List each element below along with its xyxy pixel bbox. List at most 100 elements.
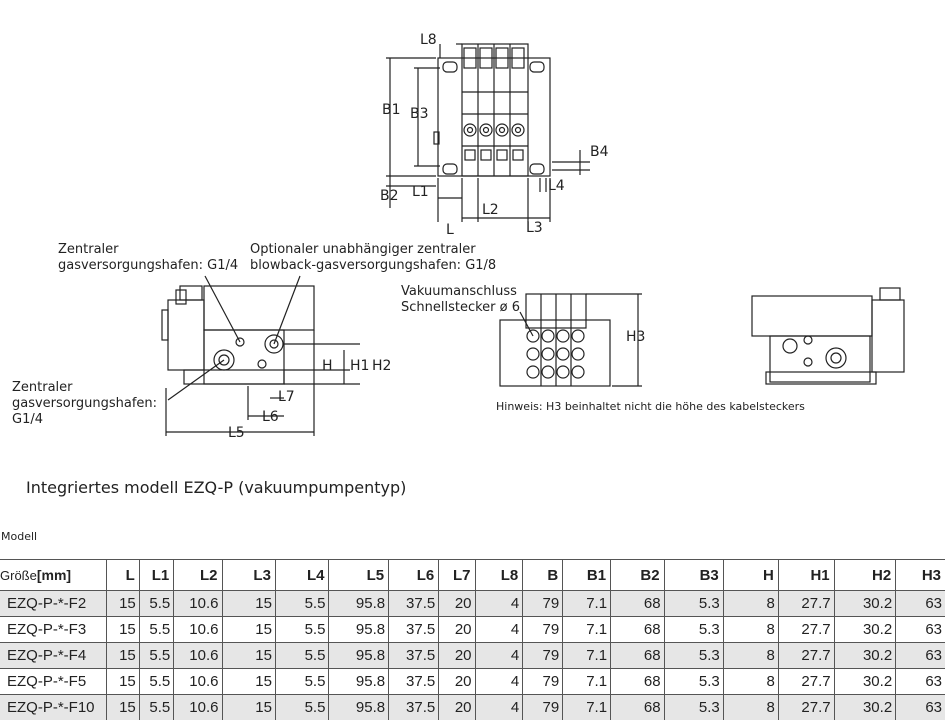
value-cell-l1: 5.5 (138, 668, 174, 695)
dim-l7: L7 (278, 389, 295, 405)
dim-l4: L4 (548, 178, 565, 194)
col-header-l4: L4 (274, 559, 329, 591)
value-cell-h: 8 (722, 590, 779, 617)
value-cell-l6: 37.5 (388, 590, 439, 617)
dim-h3: H3 (626, 329, 646, 345)
size-header: Größe[mm] (0, 559, 107, 591)
value-cell-h3: 63 (895, 616, 945, 643)
value-cell-l4: 5.5 (274, 694, 329, 720)
model-cell: EZQ-P-*-F2 (0, 590, 107, 617)
dim-l2: L2 (482, 202, 499, 218)
value-cell-l6: 37.5 (388, 642, 439, 669)
dim-l: L (446, 222, 454, 238)
value-cell-h2: 30.2 (833, 668, 896, 695)
value-cell-l3: 15 (221, 694, 276, 720)
col-header-h2: H2 (833, 559, 896, 591)
col-header-l7: L7 (438, 559, 476, 591)
label-central-gas-port: Zentraler gasversorgungshafen: G1/4 (58, 242, 239, 273)
value-cell-h1: 27.7 (777, 694, 835, 720)
col-header-h: H (722, 559, 779, 591)
size-label: Größe (0, 568, 37, 583)
side-view-drawing (161, 275, 360, 436)
value-cell-l1: 5.5 (138, 694, 174, 720)
value-cell-l6: 37.5 (388, 694, 439, 720)
value-cell-l: 15 (106, 668, 140, 695)
value-cell-l3: 15 (221, 616, 276, 643)
dim-b3: B3 (410, 106, 429, 122)
value-cell-b: 79 (522, 590, 563, 617)
value-cell-l5: 95.8 (328, 694, 389, 720)
note-h3: Hinweis: H3 beinhaltet nicht die höhe de… (496, 400, 805, 413)
value-cell-l8: 4 (474, 694, 523, 720)
value-cell-l2: 10.6 (173, 694, 222, 720)
value-cell-l: 15 (106, 616, 140, 643)
col-header-l5: L5 (328, 559, 389, 591)
value-cell-l1: 5.5 (138, 642, 174, 669)
value-cell-b1: 7.1 (562, 668, 611, 695)
value-cell-l6: 37.5 (388, 616, 439, 643)
value-cell-l3: 15 (221, 590, 276, 617)
value-cell-l4: 5.5 (274, 590, 329, 617)
value-cell-l5: 95.8 (328, 642, 389, 669)
value-cell-b2: 68 (610, 668, 665, 695)
value-cell-h3: 63 (895, 590, 945, 617)
value-cell-l6: 37.5 (388, 668, 439, 695)
section-title: Integriertes modell EZQ-P (vakuumpumpent… (26, 478, 407, 497)
value-cell-l: 15 (106, 642, 140, 669)
col-header-l: L (106, 559, 140, 591)
value-cell-l5: 95.8 (328, 668, 389, 695)
value-cell-h2: 30.2 (833, 642, 896, 669)
col-header-b2: B2 (610, 559, 665, 591)
front-view-drawing (499, 293, 642, 387)
model-cell: EZQ-P-*-F4 (0, 642, 107, 669)
label-blowback-port: Optionaler unabhängiger zentraler blowba… (250, 242, 497, 273)
value-cell-l2: 10.6 (173, 642, 222, 669)
col-header-l8: L8 (474, 559, 523, 591)
value-cell-l5: 95.8 (328, 590, 389, 617)
value-cell-b2: 68 (610, 642, 665, 669)
col-header-b3: B3 (663, 559, 724, 591)
dim-b4: B4 (590, 144, 609, 160)
value-cell-h2: 30.2 (833, 616, 896, 643)
value-cell-l3: 15 (221, 642, 276, 669)
value-cell-b3: 5.3 (663, 694, 724, 720)
value-cell-h: 8 (722, 668, 779, 695)
value-cell-l3: 15 (221, 668, 276, 695)
value-cell-h2: 30.2 (833, 694, 896, 720)
col-header-b1: B1 (562, 559, 611, 591)
dim-b1: B1 (382, 102, 401, 118)
value-cell-l7: 20 (438, 694, 476, 720)
model-cell: EZQ-P-*-F3 (0, 616, 107, 643)
value-cell-b2: 68 (610, 694, 665, 720)
value-cell-b: 79 (522, 616, 563, 643)
dim-l1: L1 (412, 184, 429, 200)
value-cell-b1: 7.1 (562, 616, 611, 643)
dim-l8: L8 (420, 32, 437, 48)
value-cell-h: 8 (722, 694, 779, 720)
value-cell-l2: 10.6 (173, 590, 222, 617)
value-cell-l: 15 (106, 590, 140, 617)
col-header-l6: L6 (388, 559, 439, 591)
value-cell-b: 79 (522, 642, 563, 669)
right-view-drawing (751, 287, 905, 385)
table-caption: Modell (1, 530, 38, 543)
value-cell-h2: 30.2 (833, 590, 896, 617)
value-cell-l8: 4 (474, 590, 523, 617)
label-vacuum-connector: Vakuumanschluss Schnellstecker ø 6 (401, 284, 521, 315)
value-cell-l8: 4 (474, 642, 523, 669)
value-cell-b2: 68 (610, 616, 665, 643)
value-cell-l7: 20 (438, 668, 476, 695)
value-cell-b2: 68 (610, 590, 665, 617)
value-cell-l: 15 (106, 694, 140, 720)
dim-h2: H2 (372, 358, 392, 374)
col-header-h1: H1 (777, 559, 835, 591)
value-cell-b3: 5.3 (663, 616, 724, 643)
label-central-gas-port-lower: Zentraler gasversorgungshafen: G1/4 (12, 380, 158, 427)
col-header-b: B (522, 559, 563, 591)
value-cell-l7: 20 (438, 590, 476, 617)
value-cell-b1: 7.1 (562, 642, 611, 669)
